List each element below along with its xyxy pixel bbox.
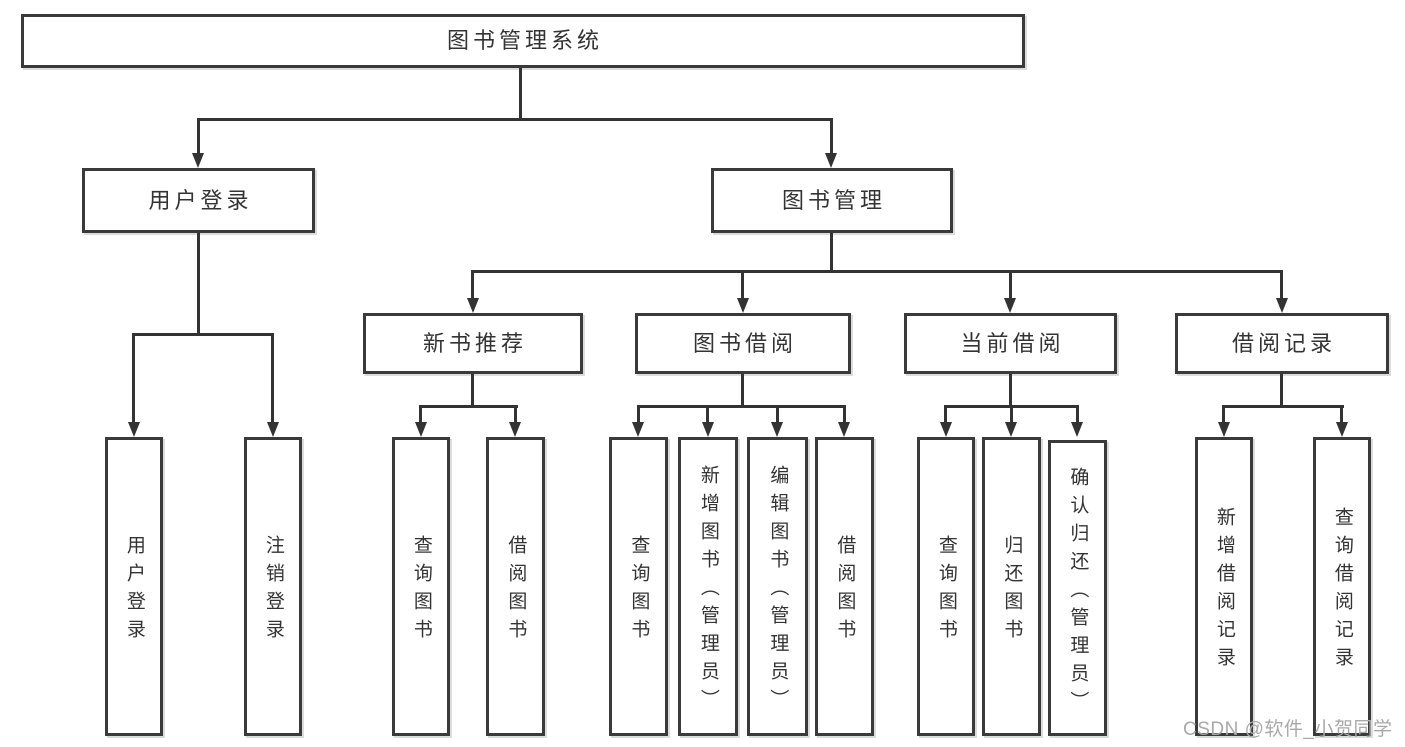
- arrow-down-icon: [267, 422, 279, 437]
- node-label: 当前借阅: [960, 330, 1065, 356]
- connector-root-stem: [519, 68, 522, 118]
- node-new-book-recommend: 新书推荐: [363, 313, 583, 374]
- arrow-down-icon: [1276, 298, 1288, 313]
- node-label: 查询图书: [935, 535, 957, 647]
- arrow-down-icon: [838, 422, 850, 437]
- connector-drop-borrow-record: [1280, 270, 1283, 299]
- arrow-down-icon: [1218, 422, 1230, 437]
- connector-drop-leaf: [843, 405, 846, 422]
- connector-root-bar: [197, 118, 833, 121]
- node-label: 用户登录: [148, 187, 253, 213]
- node-book-management: 图书管理: [711, 168, 953, 233]
- arrow-down-icon: [737, 298, 749, 313]
- leaf-borrow-books: 借阅图书: [815, 437, 874, 736]
- node-label: 确认归还（管理员）: [1067, 466, 1089, 719]
- node-label: 查询借阅记录: [1331, 507, 1353, 675]
- connector-drop-new-book: [471, 270, 474, 299]
- csdn-watermark: CSDN @软件_小贺同学: [1183, 719, 1393, 740]
- arrow-down-icon: [509, 422, 521, 437]
- node-current-borrowing: 当前借阅: [904, 313, 1117, 374]
- node-user-login: 用户登录: [82, 168, 315, 233]
- connector-drop-leaf: [944, 405, 947, 422]
- node-label: 用户登录: [123, 535, 145, 647]
- arrow-down-icon: [128, 422, 140, 437]
- node-book-borrowing: 图书借阅: [635, 313, 851, 374]
- connector-book-mgmt-stem: [830, 233, 833, 272]
- connector-current-borrow-stem: [1009, 374, 1012, 407]
- node-label: 查询图书: [628, 535, 650, 647]
- connector-drop-leaf: [419, 405, 422, 422]
- leaf-query-borrow-record: 查询借阅记录: [1313, 437, 1371, 736]
- connector-new-book-stem: [471, 374, 474, 407]
- leaf-query-books-borrowing: 查询图书: [609, 437, 668, 736]
- leaf-edit-books-admin: 编辑图书（管理员）: [747, 437, 808, 736]
- connector-borrow-record-stem: [1280, 374, 1283, 407]
- arrow-down-icon: [192, 153, 204, 168]
- connector-drop-book-mgmt: [830, 118, 833, 155]
- connector-user-login-bar: [132, 333, 274, 336]
- connector-borrow-record-bar: [1222, 405, 1344, 408]
- node-label: 借阅图书: [834, 535, 856, 647]
- connector-drop-current-borrow: [1009, 270, 1012, 299]
- connector-drop-leaf: [637, 405, 640, 422]
- arrow-down-icon: [415, 422, 427, 437]
- leaf-logout: 注销登录: [244, 437, 302, 736]
- connector-drop-user-login: [197, 118, 200, 155]
- connector-drop-leaf: [706, 405, 709, 422]
- node-label: 归还图书: [1001, 535, 1023, 647]
- connector-book-borrow-stem: [741, 374, 744, 407]
- node-label: 借阅图书: [505, 535, 527, 647]
- connector-drop-leaf: [776, 405, 779, 422]
- node-label: 新增借阅记录: [1213, 507, 1235, 675]
- arrow-down-icon: [825, 153, 837, 168]
- connector-drop-leaf: [514, 405, 517, 422]
- arrow-down-icon: [1004, 298, 1016, 313]
- node-label: 新书推荐: [422, 330, 527, 356]
- leaf-return-books: 归还图书: [982, 437, 1041, 736]
- node-label: 查询图书: [410, 535, 432, 647]
- node-borrow-records: 借阅记录: [1175, 313, 1389, 374]
- arrow-down-icon: [702, 422, 714, 437]
- arrow-down-icon: [632, 422, 644, 437]
- arrow-down-icon: [940, 422, 952, 437]
- connector-user-login-stem: [197, 233, 200, 333]
- node-label: 借阅记录: [1231, 330, 1336, 356]
- leaf-add-books-admin: 新增图书（管理员）: [678, 437, 738, 736]
- connector-drop-leaf: [271, 333, 274, 422]
- arrow-down-icon: [1336, 422, 1348, 437]
- node-label: 新增图书（管理员）: [697, 465, 719, 717]
- connector-drop-leaf: [1222, 405, 1225, 422]
- node-root-library-system: 图书管理系统: [21, 14, 1025, 68]
- arrow-down-icon: [771, 422, 783, 437]
- leaf-user-login: 用户登录: [105, 437, 163, 736]
- connector-drop-leaf: [132, 333, 135, 422]
- arrow-down-icon: [1005, 422, 1017, 437]
- node-label: 图书管理系统: [446, 28, 603, 53]
- node-label: 图书管理: [781, 187, 886, 213]
- connector-drop-leaf: [1076, 405, 1079, 422]
- connector-book-mgmt-bar: [471, 270, 1283, 273]
- arrow-down-icon: [1071, 422, 1083, 437]
- leaf-confirm-return-admin: 确认归还（管理员）: [1048, 440, 1107, 736]
- leaf-borrow-books-recommend: 借阅图书: [486, 437, 545, 736]
- leaf-query-books-recommend: 查询图书: [392, 437, 450, 736]
- node-label: 编辑图书（管理员）: [767, 465, 789, 717]
- arrow-down-icon: [467, 298, 479, 313]
- connector-book-borrow-bar: [637, 405, 846, 408]
- leaf-query-books-current: 查询图书: [917, 437, 975, 736]
- leaf-add-borrow-record: 新增借阅记录: [1195, 437, 1253, 736]
- connector-new-book-bar: [419, 405, 518, 408]
- connector-drop-leaf: [1340, 405, 1343, 422]
- node-label: 图书借阅: [692, 330, 797, 356]
- connector-drop-book-borrow: [741, 270, 744, 299]
- node-label: 注销登录: [262, 535, 284, 647]
- connector-drop-leaf: [1010, 405, 1013, 422]
